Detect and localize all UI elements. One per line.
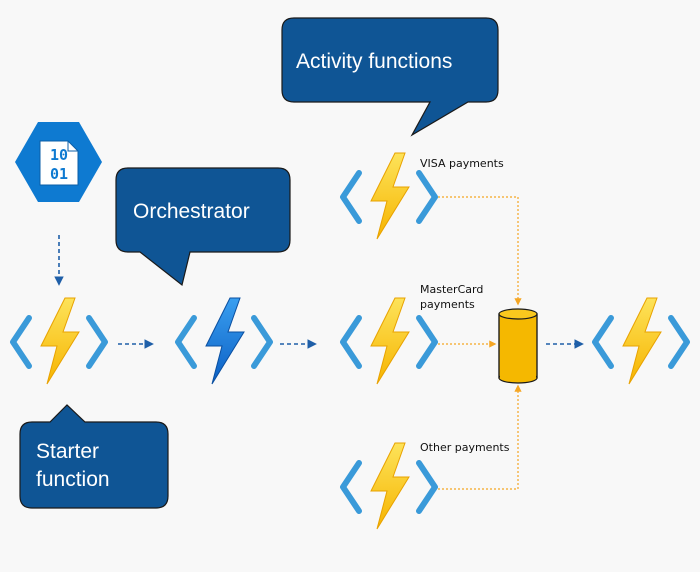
mastercard-payments-label-line2: payments [420,298,475,311]
starter-function-callout: Starter function [19,404,169,509]
other-to-aggregator-connector [438,384,522,490]
orchestrator-title: Orchestrator [133,200,250,223]
blob-storage-icon: 10 01 [15,122,102,202]
activity-functions-title: Activity functions [296,50,452,73]
blob-icon-line1: 10 [50,146,68,164]
visa-to-aggregator-connector [438,196,522,306]
visa-payments-label: VISA payments [420,157,504,170]
starter-function-icon [13,298,105,384]
orchestrator-callout: Orchestrator [115,167,291,287]
other-payments-label: Other payments [420,441,510,454]
blob-icon-line2: 01 [50,165,68,183]
fan-in-connectors [438,196,522,490]
starter-function-title-line1: Starter [36,440,99,463]
orchestrator-function-icon [178,298,270,384]
final-function-icon [595,298,687,384]
activity-functions-callout: Activity functions [281,17,499,137]
aggregator-cylinder [498,308,538,384]
starter-function-title-line2: function [36,468,110,491]
other-activity-icon [343,443,435,529]
mastercard-payments-label-line1: MasterCard [420,283,483,296]
